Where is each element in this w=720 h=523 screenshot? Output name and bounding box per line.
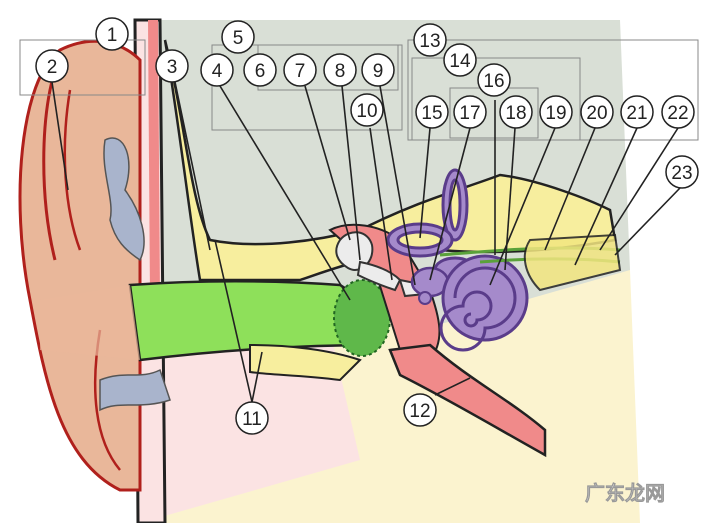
label-number-15: 15 <box>421 103 442 124</box>
round-window <box>418 291 432 305</box>
tympanic-bone <box>249 343 362 382</box>
label-circle-5 <box>221 20 255 54</box>
label-circle-7 <box>283 53 317 87</box>
eustachian-tube <box>388 343 547 458</box>
cochlea <box>439 254 529 352</box>
label-circle-3 <box>155 49 189 83</box>
label-number-7: 7 <box>295 61 306 82</box>
label-circle-4 <box>200 53 234 87</box>
label-circle-2 <box>35 49 69 83</box>
label-circle-22 <box>661 95 695 129</box>
label-circle-21 <box>620 95 654 129</box>
label-number-20: 20 <box>586 103 607 124</box>
label-circle-18 <box>499 95 533 129</box>
label-number-1: 1 <box>107 25 118 46</box>
label-number-10: 10 <box>356 101 377 122</box>
label-circle-20 <box>580 95 614 129</box>
label-circle-17 <box>453 95 487 129</box>
label-circle-16 <box>477 63 511 97</box>
watermark-text: 广东龙网 <box>585 481 665 505</box>
label-circle-6 <box>243 53 277 87</box>
label-circle-15 <box>415 95 449 129</box>
label-number-2: 2 <box>47 57 58 78</box>
label-circle-10 <box>350 93 384 127</box>
label-number-19: 19 <box>545 103 566 124</box>
ear-cartilage-upper <box>103 137 145 262</box>
label-circle-9 <box>361 53 395 87</box>
label-circle-13 <box>413 23 447 57</box>
canal-entrance <box>40 285 140 360</box>
label-number-22: 22 <box>667 103 688 124</box>
label-number-12: 12 <box>409 401 430 422</box>
label-number-9: 9 <box>373 61 384 82</box>
label-circle-1 <box>95 17 129 51</box>
scalp-muscle <box>148 20 160 300</box>
internal-auditory-canal <box>523 233 622 292</box>
label-circle-12 <box>403 393 437 427</box>
leader-lines <box>51 81 681 403</box>
helix-fold <box>42 69 57 261</box>
label-number-16: 16 <box>483 71 504 92</box>
label-number-6: 6 <box>255 61 266 82</box>
label-number-23: 23 <box>671 163 692 184</box>
label-circle-23 <box>665 155 699 189</box>
ear-cartilage-lower <box>99 368 171 412</box>
label-number-18: 18 <box>505 103 526 124</box>
label-number-14: 14 <box>449 51 471 72</box>
label-number-11: 11 <box>242 409 262 430</box>
label-number-21: 21 <box>626 103 647 124</box>
label-number-3: 3 <box>167 57 178 78</box>
label-number-4: 4 <box>212 61 223 82</box>
label-number-13: 13 <box>419 31 440 52</box>
incus <box>356 260 402 292</box>
label-number-5: 5 <box>233 28 244 49</box>
label-circle-8 <box>323 53 357 87</box>
label-circle-14 <box>443 43 477 77</box>
label-circle-11 <box>235 401 269 435</box>
label-number-8: 8 <box>335 61 346 82</box>
label-number-17: 17 <box>459 103 480 124</box>
label-circle-19 <box>539 95 573 129</box>
